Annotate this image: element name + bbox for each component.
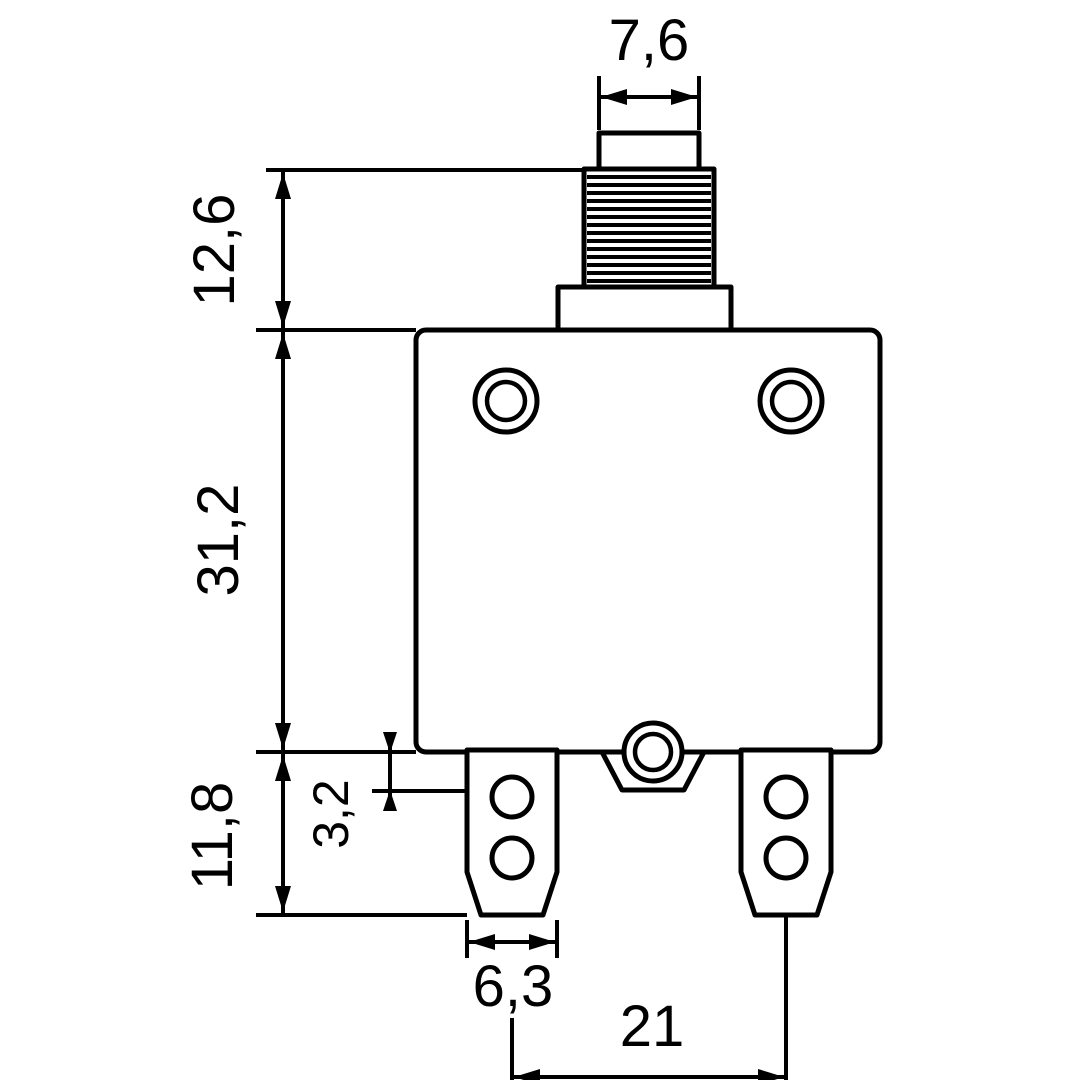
dimension-terminal-step: 3,2 — [303, 732, 467, 849]
dim-label-terminal-length: 11,8 — [180, 782, 245, 891]
dim-label-actuator-height: 12,6 — [182, 194, 247, 307]
dim-label-terminal-step: 3,2 — [303, 779, 359, 849]
mounting-collar — [555, 284, 734, 333]
terminal-right-hole-top — [763, 774, 809, 820]
mounting-hole-right-inner — [769, 379, 813, 423]
dimension-terminal-width: 6,3 — [465, 920, 559, 1019]
dimension-body-height: 31,2 — [186, 332, 416, 754]
terminal-right-hole-bottom — [763, 835, 809, 881]
terminal-left-hole-bottom — [489, 835, 535, 881]
terminals — [464, 747, 834, 918]
button-cap — [596, 130, 702, 172]
breaker-body — [413, 327, 883, 793]
mounting-hole-left — [472, 367, 540, 435]
dim-label-button-width: 7,6 — [609, 8, 690, 73]
dim-label-body-height: 31,2 — [186, 484, 251, 597]
push-button-actuator — [555, 130, 734, 333]
mounting-hole-right — [757, 367, 825, 435]
mounting-hole-left-inner — [484, 379, 528, 423]
bottom-rivet-inner — [632, 731, 674, 773]
dimension-terminal-length: 11,8 — [180, 754, 467, 917]
dimension-button-width: 7,6 — [597, 8, 701, 130]
bottom-rivet-outer — [621, 720, 685, 784]
dimension-actuator-height: 12,6 — [182, 168, 584, 332]
terminal-left — [464, 747, 560, 918]
dim-label-terminal-pitch: 21 — [620, 994, 685, 1059]
thread-ridges — [587, 175, 711, 283]
dimension-terminal-pitch: 21 — [510, 917, 788, 1080]
terminal-right — [738, 747, 834, 918]
dim-label-terminal-width: 6,3 — [473, 954, 554, 1019]
terminal-left-hole-top — [489, 774, 535, 820]
